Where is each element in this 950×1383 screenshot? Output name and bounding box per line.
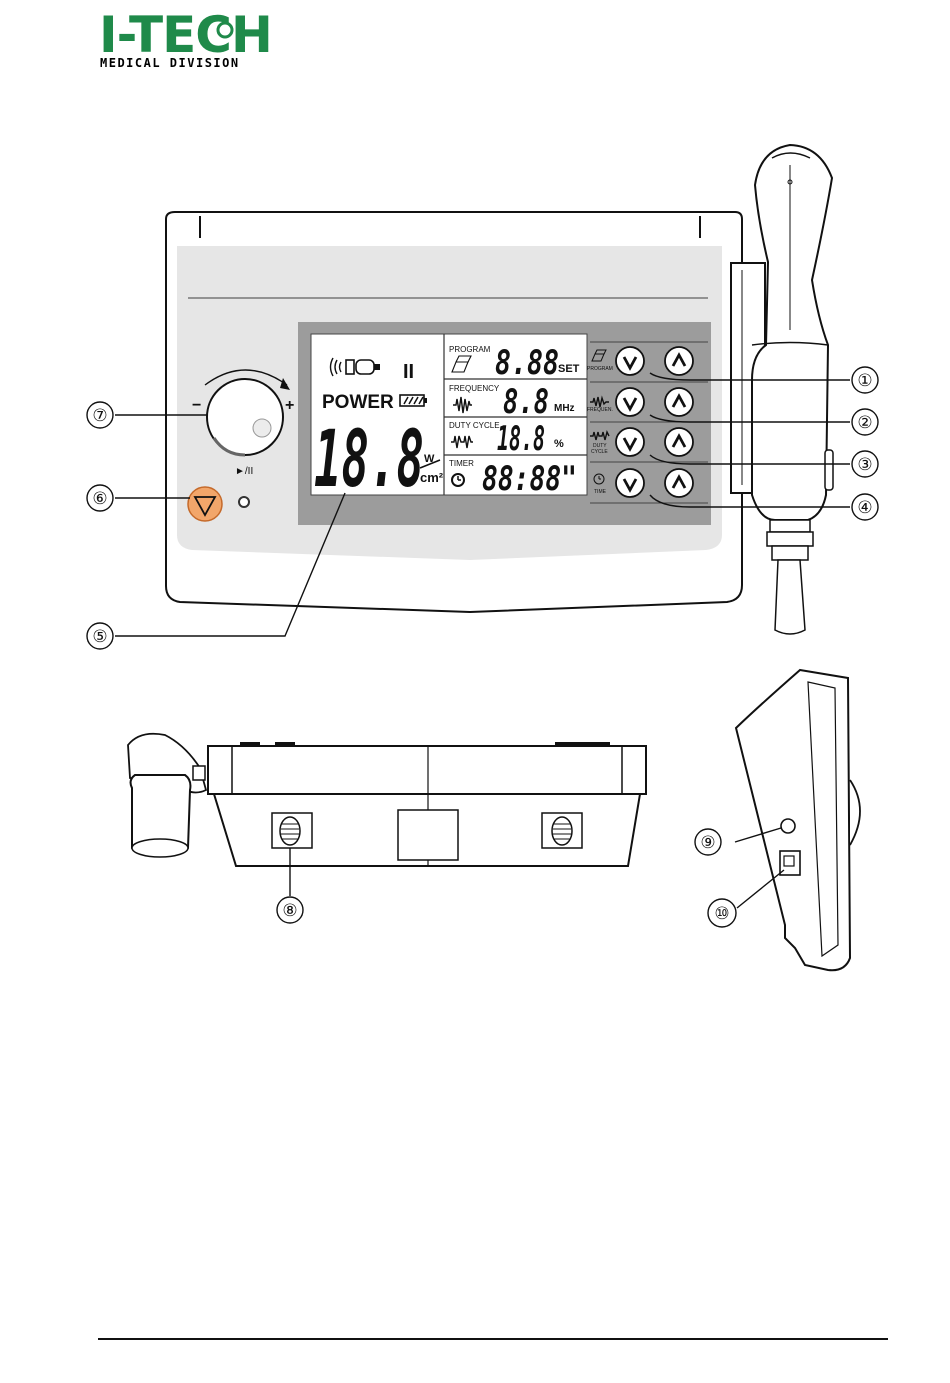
duty-side-label-2: CYCLE bbox=[591, 449, 608, 455]
duty-cycle-unit: % bbox=[554, 438, 564, 450]
power-unit-bottom: cm² bbox=[420, 470, 444, 485]
frequency-value: 8.8 bbox=[503, 382, 549, 422]
power-value: 18.8 bbox=[314, 415, 424, 505]
callout-6: ⑥ bbox=[87, 485, 113, 511]
svg-text:⑤: ⑤ bbox=[92, 627, 107, 647]
callout-7: ⑦ bbox=[87, 402, 113, 428]
program-side-label: PROGRAM bbox=[587, 366, 613, 372]
bottom-view: ⑧ bbox=[128, 734, 646, 923]
power-label: POWER bbox=[322, 392, 394, 413]
callout-4: ④ bbox=[852, 494, 878, 520]
program-value: 8.88 bbox=[495, 343, 559, 383]
callout-9: ⑨ bbox=[695, 829, 721, 855]
callout-10: ⑩ bbox=[708, 899, 736, 927]
frequency-up-button[interactable] bbox=[665, 388, 693, 416]
knob-plus-label: + bbox=[285, 397, 294, 414]
svg-text:③: ③ bbox=[857, 455, 872, 475]
output-socket[interactable] bbox=[781, 819, 795, 833]
timer-value: 88:88" bbox=[482, 459, 577, 499]
svg-text:⑩: ⑩ bbox=[714, 904, 729, 924]
svg-text:④: ④ bbox=[857, 498, 872, 518]
itech-logo: I-TECH MEDICAL DIVISION bbox=[99, 6, 272, 70]
left-vent bbox=[272, 813, 312, 848]
bottom-transducer bbox=[128, 734, 206, 857]
side-view: ⑨ ⑩ bbox=[695, 670, 860, 970]
knob-minus-label: − bbox=[192, 397, 201, 414]
callout-8: ⑧ bbox=[277, 897, 303, 923]
start-stop-button[interactable] bbox=[188, 487, 222, 521]
callout-3: ③ bbox=[852, 451, 878, 477]
duty-cycle-label: DUTY CYCLE bbox=[449, 421, 500, 430]
play-pause-label: ►/II bbox=[235, 466, 253, 477]
callout-2: ② bbox=[852, 409, 878, 435]
program-down-button[interactable] bbox=[616, 347, 644, 375]
frequency-down-button[interactable] bbox=[616, 388, 644, 416]
frequency-label: FREQUENCY bbox=[449, 384, 500, 393]
duty-cycle-up-button[interactable] bbox=[665, 428, 693, 456]
svg-text:⑧: ⑧ bbox=[282, 901, 297, 921]
callout-1: ① bbox=[852, 367, 878, 393]
program-unit: SET bbox=[558, 363, 580, 375]
duty-cycle-value: 18.8 bbox=[497, 419, 545, 459]
svg-text:②: ② bbox=[857, 413, 872, 433]
duty-cycle-down-button[interactable] bbox=[616, 428, 644, 456]
callout-5: ⑤ bbox=[87, 623, 113, 649]
timer-up-button[interactable] bbox=[665, 469, 693, 497]
pause-symbol: II bbox=[403, 361, 414, 383]
status-led bbox=[239, 497, 249, 507]
svg-text:①: ① bbox=[857, 371, 872, 391]
program-up-button[interactable] bbox=[665, 347, 693, 375]
front-view: II POWER 18.8 W cm² PROGRAM 8.88 SET FRE… bbox=[87, 145, 878, 649]
transducer-handpiece bbox=[731, 145, 833, 634]
program-label: PROGRAM bbox=[449, 345, 491, 354]
svg-text:⑨: ⑨ bbox=[700, 833, 715, 853]
svg-text:⑥: ⑥ bbox=[92, 489, 107, 509]
logo-dot-icon bbox=[218, 23, 232, 37]
svg-text:⑦: ⑦ bbox=[92, 406, 107, 426]
time-side-label: TIME bbox=[594, 489, 607, 495]
logo-division: MEDICAL DIVISION bbox=[100, 56, 240, 70]
timer-label: TIMER bbox=[449, 459, 474, 468]
timer-down-button[interactable] bbox=[616, 469, 644, 497]
right-vent bbox=[542, 813, 582, 848]
frequency-unit: MHz bbox=[554, 403, 575, 414]
frequency-side-label: FREQUEN. bbox=[587, 407, 613, 413]
